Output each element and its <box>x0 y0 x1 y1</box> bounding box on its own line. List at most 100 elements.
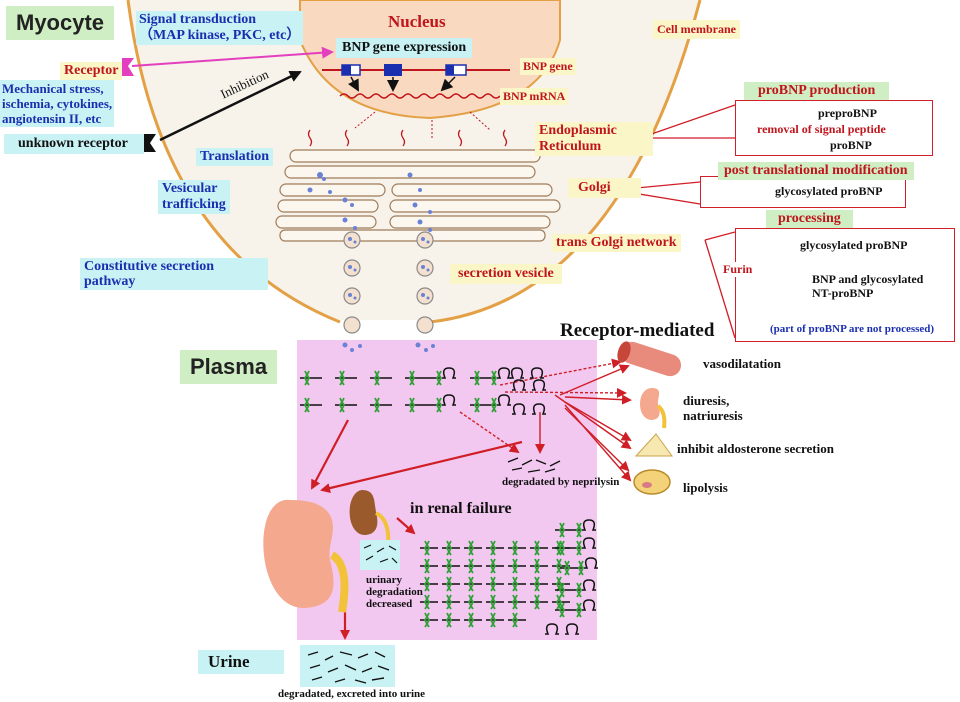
glycan-mark <box>408 370 414 386</box>
urine-label: Urine <box>198 650 284 674</box>
bnp-loop <box>532 379 546 391</box>
glycan-mark <box>558 522 564 538</box>
bnp-loop <box>582 579 596 591</box>
glycan-mark <box>579 560 585 576</box>
glycan-mark <box>469 576 475 592</box>
receptor-shape <box>122 58 134 76</box>
myocyte-title: Myocyte <box>6 6 115 40</box>
signal-transduction-line1: Signal transduction <box>139 12 257 27</box>
glycan-mark <box>410 370 416 386</box>
glycan-mark <box>423 540 429 556</box>
glycan-mark <box>511 558 517 574</box>
glycan-mark <box>577 560 583 576</box>
glycan-mark <box>511 540 517 556</box>
glycan-mark <box>575 522 581 538</box>
glycan-mark <box>373 370 379 386</box>
glycan-mark <box>423 612 429 628</box>
bnp-loop <box>582 537 596 549</box>
glycan-mark <box>447 612 453 628</box>
bnp-gene-label: BNP gene <box>520 58 576 75</box>
renal-failure-label: in renal failure <box>410 500 512 517</box>
glycan-mark <box>490 397 496 413</box>
glycan-mark <box>560 582 566 598</box>
glycan-mark <box>445 540 451 556</box>
glycan-mark <box>489 594 495 610</box>
preprobnp-label: preproBNP <box>818 106 877 120</box>
glycan-mark <box>489 540 495 556</box>
aldosterone-label: inhibit aldosterone secretion <box>677 441 834 456</box>
glycan-mark <box>473 397 479 413</box>
processing-title: processing <box>766 210 853 228</box>
neprilysin-label: degradated by neprilysin <box>502 476 620 488</box>
bnp-loop <box>442 367 456 379</box>
glycan-mark <box>490 370 496 386</box>
probnp-production-title: proBNP production <box>744 82 890 100</box>
er-line2: Reticulum <box>539 139 602 154</box>
bnp-mrna-label: BNP mRNA <box>500 88 569 105</box>
stimuli-line1: Mechanical stress, <box>2 81 104 96</box>
urinary-line2: degradation <box>366 586 423 598</box>
post-translational-title: post translational modification <box>718 162 914 180</box>
translation-label: Translation <box>196 148 273 166</box>
bnp-loop <box>442 394 456 406</box>
signal-transduction-line2: （MAP kinase, PKC, etc） <box>139 28 301 43</box>
processing-box <box>735 228 955 342</box>
glycan-mark <box>511 594 517 610</box>
adrenal-icon <box>634 433 673 457</box>
bnp-mrna-wave <box>339 93 501 99</box>
constitutive-line1: Constitutive secretion <box>84 259 214 274</box>
glycan-mark <box>445 576 451 592</box>
glycan-mark <box>423 576 429 592</box>
glycan-mark <box>533 576 539 592</box>
bnp-loop <box>512 379 526 391</box>
glycan-mark <box>445 594 451 610</box>
glycan-mark <box>577 540 583 556</box>
glycan-mark <box>489 576 495 592</box>
bnp-loop <box>497 394 511 406</box>
glycan-mark <box>535 576 541 592</box>
glycan-mark <box>575 602 581 618</box>
urinary-degradation-label: urinary degradation decreased <box>366 574 423 610</box>
kidney-normal <box>263 499 334 609</box>
bnp-loop <box>532 403 546 415</box>
er-line1: Endoplasmic <box>539 123 617 138</box>
glycan-mark <box>435 370 441 386</box>
glycan-mark <box>410 397 416 413</box>
glycosylated-probnp-2-label: glycosylated proBNP <box>800 238 908 252</box>
urinary-line3: decreased <box>366 598 413 610</box>
cell-membrane-label: Cell membrane <box>653 20 740 39</box>
glycan-mark <box>467 576 473 592</box>
signal-transduction-label: Signal transduction （MAP kinase, PKC, et… <box>136 11 304 45</box>
glycan-mark <box>467 594 473 610</box>
glycan-mark <box>425 576 431 592</box>
glycan-mark <box>557 558 563 574</box>
probnp-production-box <box>735 100 933 156</box>
receptor-label: Receptor <box>60 62 123 80</box>
glycan-mark <box>577 582 583 598</box>
glycan-mark <box>560 602 566 618</box>
bnp-loop <box>582 599 596 611</box>
probnp-label: proBNP <box>830 138 872 152</box>
glycan-mark <box>491 594 497 610</box>
excreted-label: degradated, excreted into urine <box>278 688 426 700</box>
glycan-mark <box>447 594 453 610</box>
glycan-mark <box>447 576 453 592</box>
vesicular-trafficking-label: Vesicular trafficking <box>158 180 230 214</box>
glycan-mark <box>535 558 541 574</box>
glycan-mark <box>563 560 569 576</box>
bnp-loop <box>545 623 559 635</box>
exon-2 <box>384 64 402 76</box>
bnp-gene-expression-label: BNP gene expression <box>336 38 473 58</box>
glycan-mark <box>475 370 481 386</box>
glycan-mark <box>469 594 475 610</box>
secretion-vesicle-label: secretion vesicle <box>450 264 562 284</box>
glycan-mark <box>577 522 583 538</box>
glycan-mark <box>469 558 475 574</box>
glycan-mark <box>511 576 517 592</box>
glycan-mark <box>408 397 414 413</box>
glycan-mark <box>303 370 309 386</box>
glycan-mark <box>338 370 344 386</box>
glycan-mark <box>425 594 431 610</box>
glycan-mark <box>513 540 519 556</box>
glycan-mark <box>533 594 539 610</box>
